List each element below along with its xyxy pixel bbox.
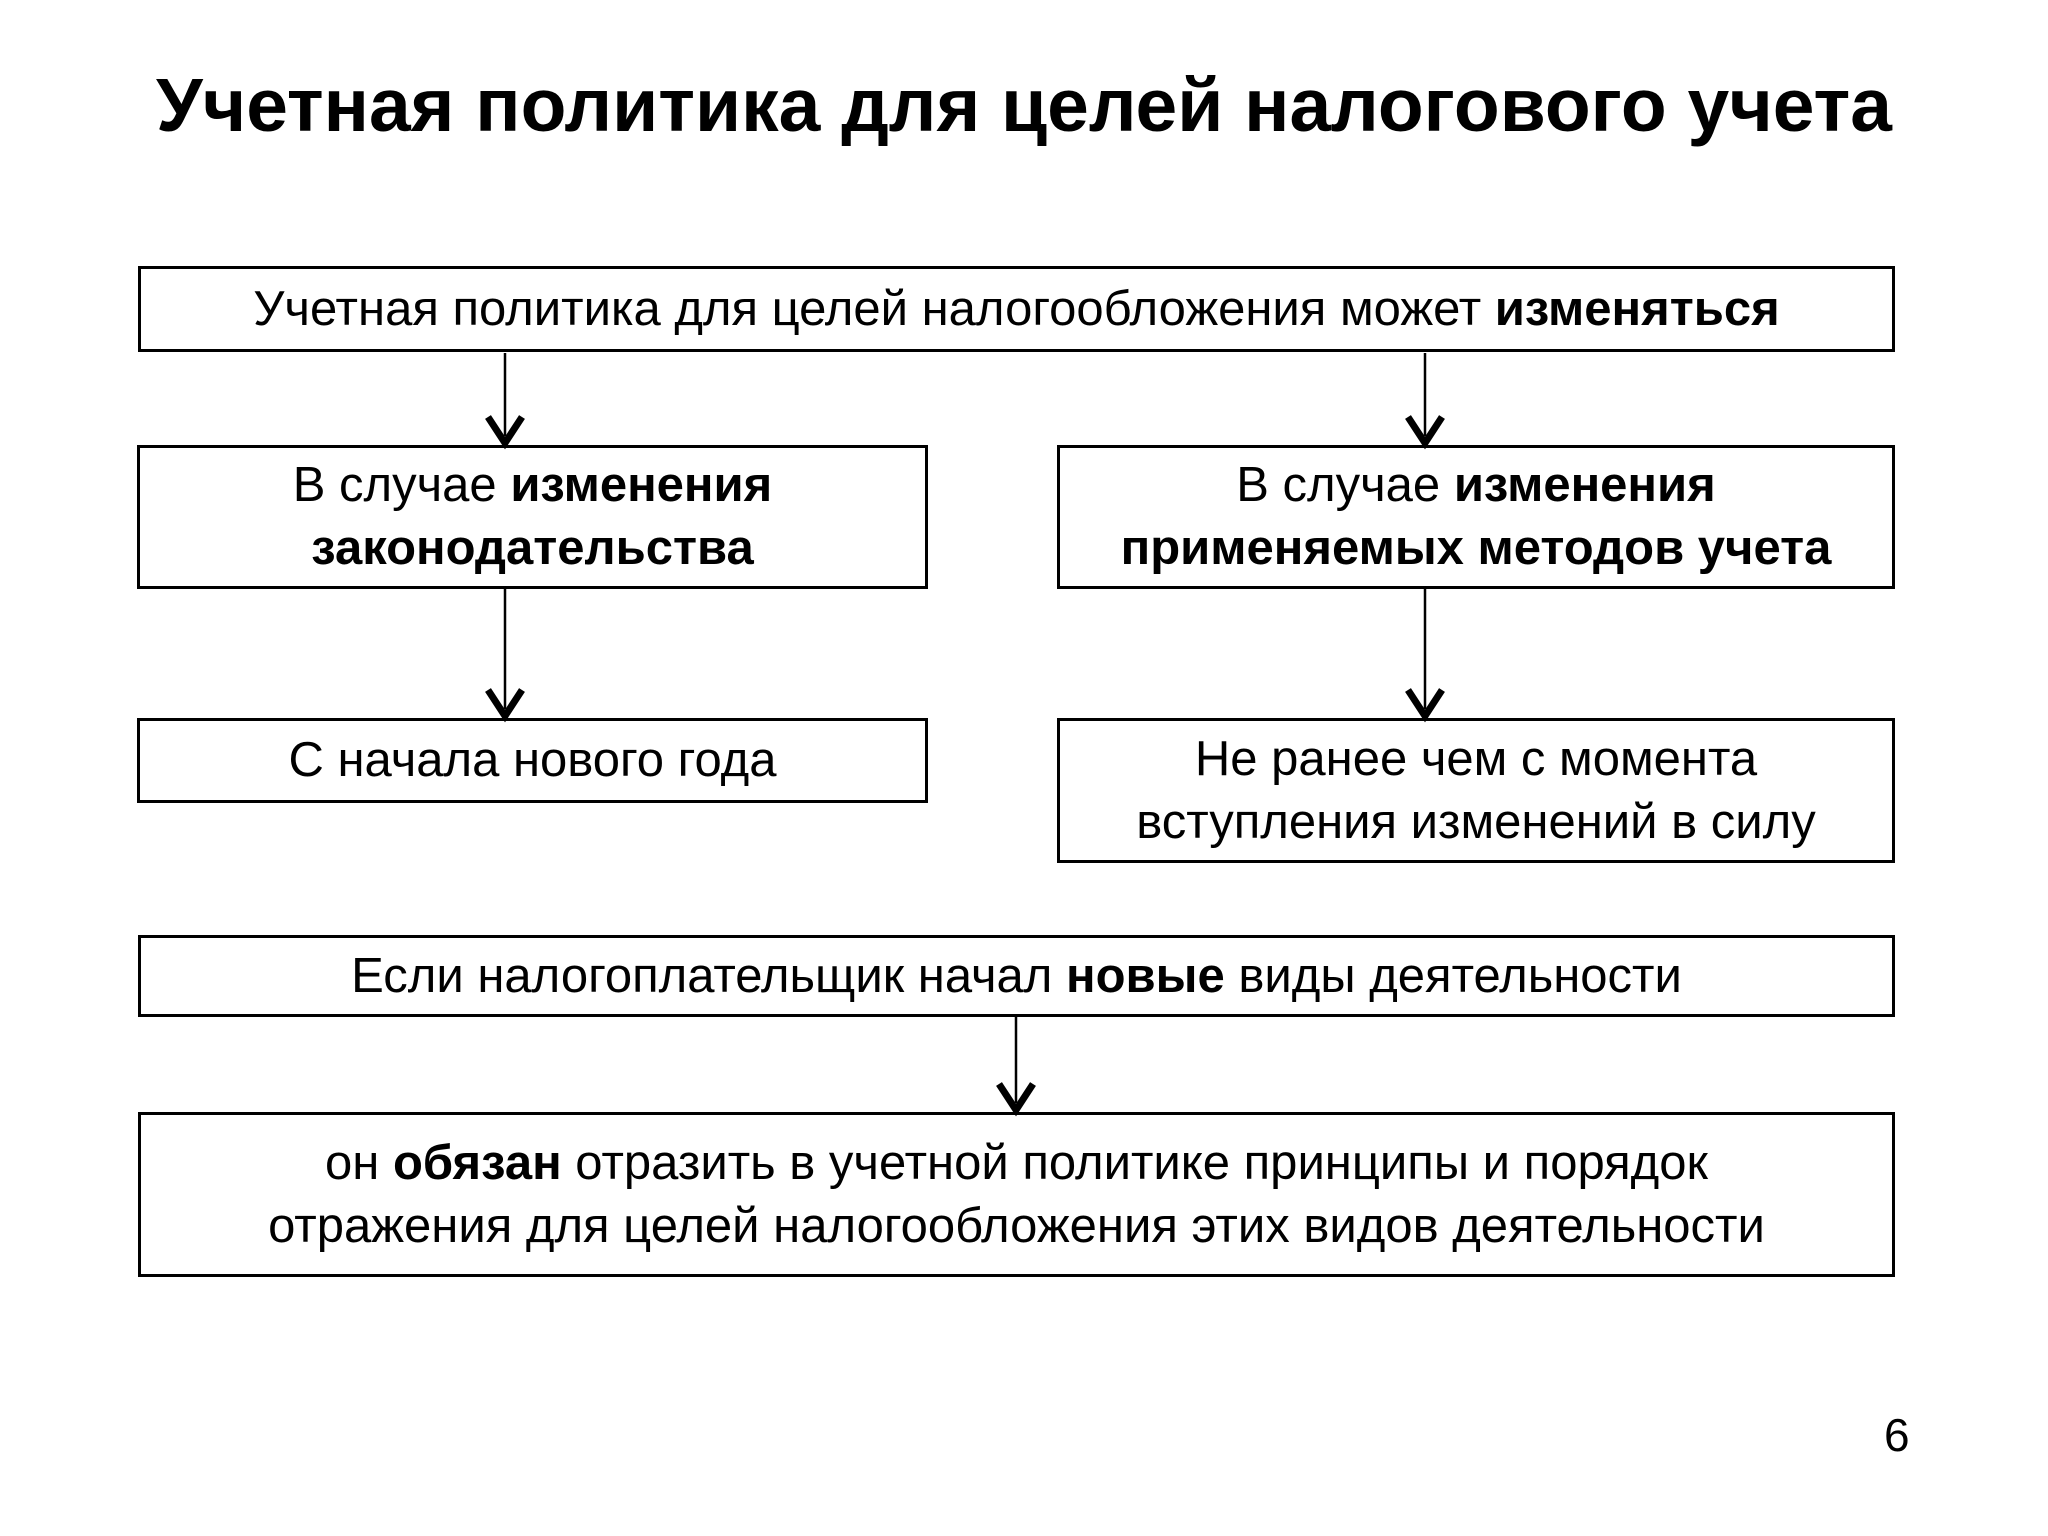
box-not-earlier-line2: вступления изменений в силу — [1136, 791, 1816, 854]
text-regular: он — [325, 1135, 393, 1190]
box-policy-can-change-text: Учетная политика для целей налогообложен… — [253, 278, 1779, 341]
box-new-activities: Если налогоплательщик начал новые виды д… — [138, 935, 1895, 1017]
box-not-earlier-line1: Не ранее чем с момента — [1195, 728, 1757, 791]
text-regular: Не ранее чем с момента — [1194, 731, 1758, 786]
text-bold: изменения — [510, 458, 773, 513]
box-new-year-start-text: С начала нового года — [289, 729, 777, 792]
text-bold: законодательства — [311, 521, 754, 575]
arrow-law-to-new-year — [485, 589, 525, 723]
box-law-change: В случае изменения законодательства — [137, 445, 928, 589]
box-not-earlier: Не ранее чем с момента вступления измене… — [1057, 718, 1895, 863]
box-new-activities-text: Если налогоплательщик начал новые виды д… — [351, 945, 1682, 1008]
arrow-methods-to-not-earlier — [1405, 589, 1445, 723]
text-regular: Если налогоплательщик начал — [351, 948, 1067, 1003]
text-regular: В случае — [1236, 458, 1454, 513]
text-regular: В случае — [292, 458, 511, 513]
box-method-change-line1: В случае изменения — [1236, 454, 1715, 517]
box-law-change-line1: В случае изменения — [293, 454, 772, 517]
arrow-root-to-law — [485, 353, 525, 450]
box-new-year-start: С начала нового года — [137, 718, 928, 803]
arrow-root-to-methods — [1405, 353, 1445, 450]
text-regular: Учетная политика для целей налогообложен… — [253, 281, 1495, 336]
text-bold: применяемых методов учета — [1120, 521, 1832, 575]
text-regular: отразить в учетной политике принципы и п… — [561, 1135, 1708, 1190]
box-must-reflect-line1: он обязан отразить в учетной политике пр… — [325, 1132, 1708, 1195]
box-law-change-line2: законодательства — [311, 517, 753, 580]
box-method-change-line2: применяемых методов учета — [1121, 517, 1832, 580]
text-bold: новые — [1066, 948, 1225, 1003]
text-bold: обязан — [392, 1135, 562, 1190]
text-bold: изменения — [1453, 458, 1716, 513]
text-regular: вступления изменений в силу — [1136, 794, 1816, 849]
text-regular: виды деятельности — [1224, 948, 1682, 1003]
text-bold: изменяться — [1494, 281, 1780, 336]
text-regular: С начала нового года — [288, 733, 777, 788]
box-policy-can-change: Учетная политика для целей налогообложен… — [138, 266, 1895, 352]
slide-title: Учетная политика для целей налогового уч… — [156, 63, 1892, 147]
box-method-change: В случае изменения применяемых методов у… — [1057, 445, 1895, 589]
box-must-reflect: он обязан отразить в учетной политике пр… — [138, 1112, 1895, 1277]
text-regular: отражения для целей налогообложения этих… — [268, 1198, 1765, 1253]
arrow-new-activities-to-must-reflect — [996, 1017, 1036, 1117]
box-must-reflect-line2: отражения для целей налогообложения этих… — [268, 1195, 1765, 1258]
page-number: 6 — [1884, 1409, 1910, 1461]
